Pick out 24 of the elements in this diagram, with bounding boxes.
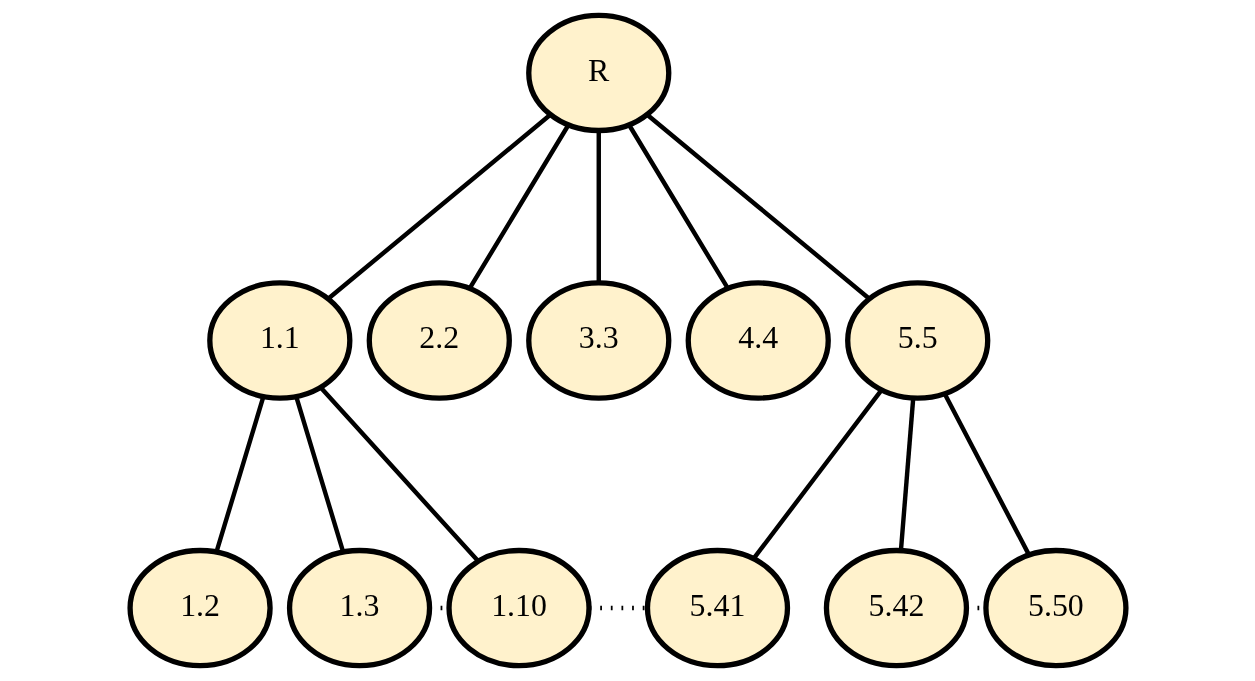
node-ellipse: 1.1 — [206, 280, 352, 401]
node-ellipse: 5.50 — [982, 547, 1129, 669]
connector — [596, 130, 601, 283]
connector — [751, 388, 883, 560]
connector — [898, 398, 915, 551]
node-ellipse: 5.41 — [644, 547, 790, 669]
node-ellipse: 5.42 — [823, 547, 969, 669]
node-ellipse: 1.3 — [286, 547, 432, 669]
node-ellipse: 4.4 — [685, 280, 831, 401]
connector — [293, 396, 345, 553]
node-ellipse: 2.2 — [366, 280, 512, 401]
connector — [626, 123, 730, 290]
connector — [213, 396, 265, 553]
node-ellipse: 5.5 — [844, 280, 990, 401]
connector — [467, 123, 570, 290]
connector — [645, 113, 871, 301]
node-ellipse: 3.3 — [525, 280, 671, 401]
node-ellipse: R — [525, 12, 671, 134]
node-ellipse: 1.2 — [126, 547, 273, 669]
connector — [942, 392, 1031, 556]
node-ellipse: 1.10 — [445, 547, 592, 669]
connector — [318, 386, 479, 563]
connector — [589, 605, 647, 611]
connector — [326, 113, 552, 301]
